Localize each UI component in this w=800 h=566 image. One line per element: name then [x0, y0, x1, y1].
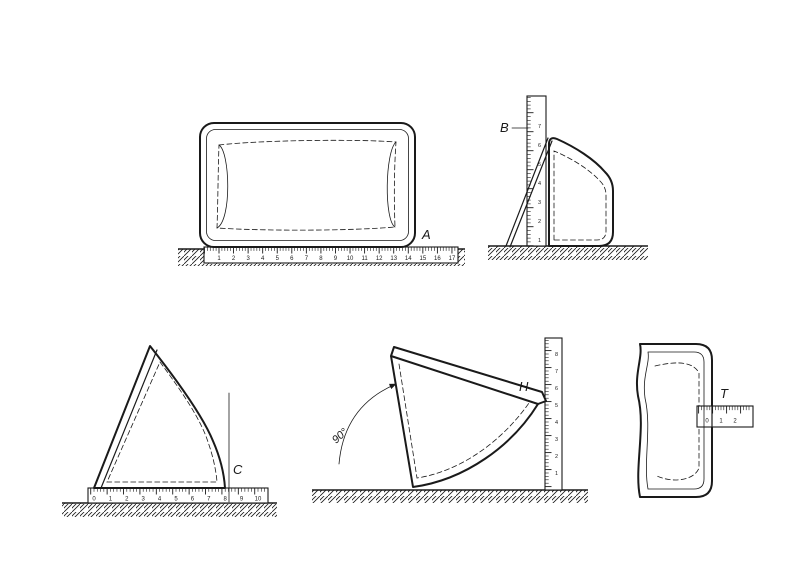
svg-text:4: 4: [158, 496, 162, 502]
svg-text:7: 7: [555, 369, 558, 375]
svg-text:8: 8: [319, 256, 323, 262]
figure-b: 1 2 3 4 5 6 7 B: [488, 95, 648, 260]
backplate-h: [390, 346, 547, 405]
figure-c: 0 1 2 3 4 5 6 7 8 9 10 C: [62, 345, 277, 517]
svg-text:6: 6: [538, 143, 541, 149]
label-c: C: [233, 462, 243, 477]
ground-h: [312, 489, 588, 503]
svg-text:6: 6: [191, 496, 195, 502]
svg-text:6: 6: [555, 386, 558, 392]
ruler-h: 1 2 3 4 5 6 7 8: [544, 337, 563, 491]
svg-text:10: 10: [347, 256, 354, 262]
svg-text:14: 14: [405, 256, 412, 262]
svg-text:0: 0: [92, 496, 96, 502]
label-t: T: [720, 386, 729, 401]
svg-text:3: 3: [246, 256, 250, 262]
ground-c: [62, 502, 277, 517]
bucket-front-right-sideplate: [386, 141, 397, 228]
bucket-front-inner-outline: [206, 129, 409, 241]
ruler-b: 1 2 3 4 5 6 7: [526, 95, 547, 247]
bucket-side-b-outline: [548, 137, 614, 247]
bucket-side-view-h: [390, 346, 547, 488]
bucket-side-b-inner-contour: [553, 150, 607, 241]
svg-text:1: 1: [538, 238, 541, 244]
svg-text:4: 4: [555, 420, 558, 426]
svg-text:3: 3: [538, 200, 541, 206]
svg-text:8: 8: [224, 496, 228, 502]
angle-arc-arrow: [338, 383, 397, 465]
bucket-side-view-b: [505, 137, 614, 248]
svg-text:9: 9: [240, 496, 244, 502]
svg-text:3: 3: [555, 437, 558, 443]
svg-text:4: 4: [261, 256, 265, 262]
svg-text:1: 1: [109, 496, 113, 502]
label-b: B: [500, 120, 509, 135]
ground-b: [488, 245, 648, 260]
svg-text:2: 2: [733, 419, 737, 425]
svg-text:4: 4: [538, 181, 541, 187]
svg-text:7: 7: [305, 256, 309, 262]
svg-text:1: 1: [217, 256, 221, 262]
svg-text:2: 2: [555, 454, 558, 460]
svg-text:9: 9: [334, 256, 338, 262]
bucket-front-view: [199, 122, 416, 248]
ruler-h-scale: 1 2 3 4 5 6 7 8: [545, 340, 558, 488]
svg-text:5: 5: [276, 256, 280, 262]
bucket-front-outer-outline: [199, 122, 416, 248]
bucket-partial-outer-outline: [636, 343, 713, 498]
bucket-partial-front-view: [636, 343, 713, 498]
svg-text:5: 5: [555, 403, 558, 409]
label-a: A: [421, 227, 431, 242]
bucket-partial-inner-outline: [643, 351, 705, 490]
svg-text:2: 2: [538, 219, 541, 225]
figure-t: 0 1 2 T: [636, 343, 754, 498]
bucket-side-view-c: [93, 345, 226, 489]
svg-text:17: 17: [449, 256, 456, 262]
bucket-body-h-outline: [390, 355, 539, 488]
bucket-front-left-sideplate: [216, 144, 229, 229]
bucket-side-c-inner-contour: [106, 361, 218, 483]
svg-text:2: 2: [232, 256, 236, 262]
bucket-partial-inner-contour: [654, 362, 700, 481]
svg-text:13: 13: [390, 256, 397, 262]
bucket-h-inner-contour: [398, 363, 530, 479]
bucket-side-c-outline: [93, 345, 226, 489]
svg-text:12: 12: [376, 256, 383, 262]
svg-text:2: 2: [125, 496, 129, 502]
svg-text:7: 7: [207, 496, 211, 502]
backplate-c-inner-line: [100, 349, 158, 489]
svg-text:8: 8: [555, 352, 558, 358]
svg-text:5: 5: [538, 162, 541, 168]
backplate-b-line-2: [509, 140, 553, 248]
svg-text:10: 10: [255, 496, 262, 502]
ruler-c: 0 1 2 3 4 5 6 7 8 9 10: [87, 487, 269, 504]
svg-text:7: 7: [538, 124, 541, 130]
label-h: H: [519, 379, 529, 394]
svg-text:0: 0: [705, 419, 709, 425]
svg-text:5: 5: [174, 496, 178, 502]
svg-text:1: 1: [555, 471, 558, 477]
svg-text:11: 11: [361, 256, 368, 262]
svg-text:6: 6: [290, 256, 294, 262]
ruler-c-scale: 0 1 2 3 4 5 6 7 8 9 10: [90, 488, 265, 502]
svg-text:16: 16: [434, 256, 441, 262]
svg-text:1: 1: [719, 419, 723, 425]
backplate-b-line-1: [505, 137, 549, 247]
ruler-t: 0 1 2: [696, 405, 754, 428]
svg-text:3: 3: [142, 496, 146, 502]
svg-text:15: 15: [419, 256, 426, 262]
